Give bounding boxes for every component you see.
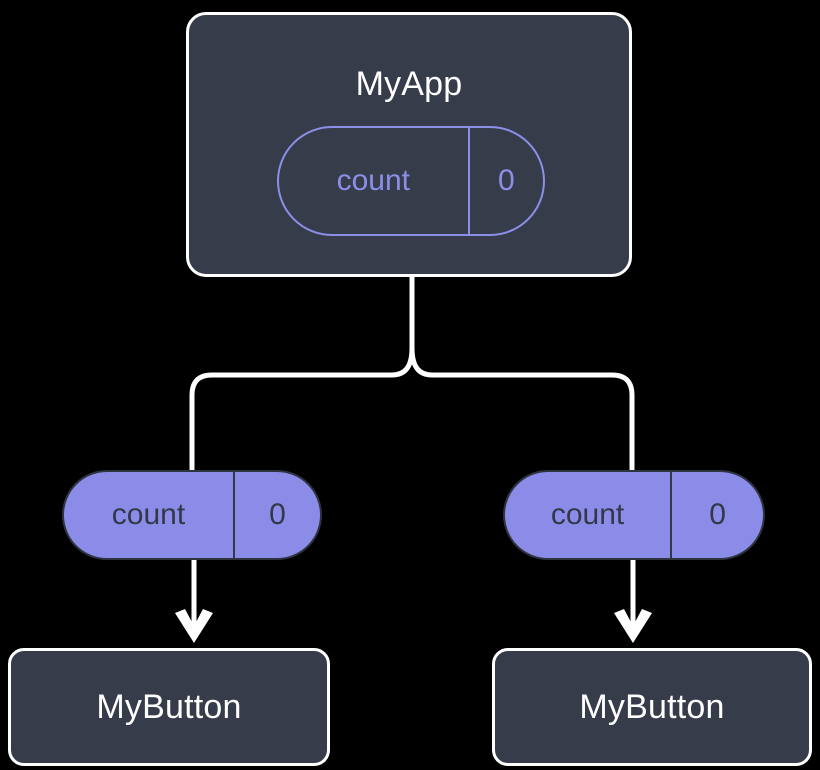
state-pill-value: 0 <box>497 164 515 197</box>
state-pill-key: count <box>64 472 235 558</box>
edge-branch-right <box>409 347 635 470</box>
edge-arrowhead-left <box>175 609 213 643</box>
component-box-mybutton-right[interactable]: MyButton <box>492 648 812 766</box>
state-pill-value: 0 <box>269 498 286 531</box>
edge-branch-left <box>189 347 415 470</box>
state-pill-left-count[interactable]: count 0 <box>62 470 322 560</box>
state-pill-key: count <box>505 472 673 558</box>
state-pill-key: count <box>279 128 470 234</box>
state-pill-value: 0 <box>709 498 726 531</box>
state-pill-right-count[interactable]: count 0 <box>503 470 765 560</box>
component-box-mybutton-left[interactable]: MyButton <box>8 648 330 766</box>
component-title-mybutton: MyButton <box>96 688 242 726</box>
edge-arrowhead-right <box>614 609 652 643</box>
component-title-mybutton: MyButton <box>579 688 725 726</box>
state-pill-myapp-count[interactable]: count 0 <box>277 126 545 236</box>
component-title-myapp: MyApp <box>355 65 463 103</box>
